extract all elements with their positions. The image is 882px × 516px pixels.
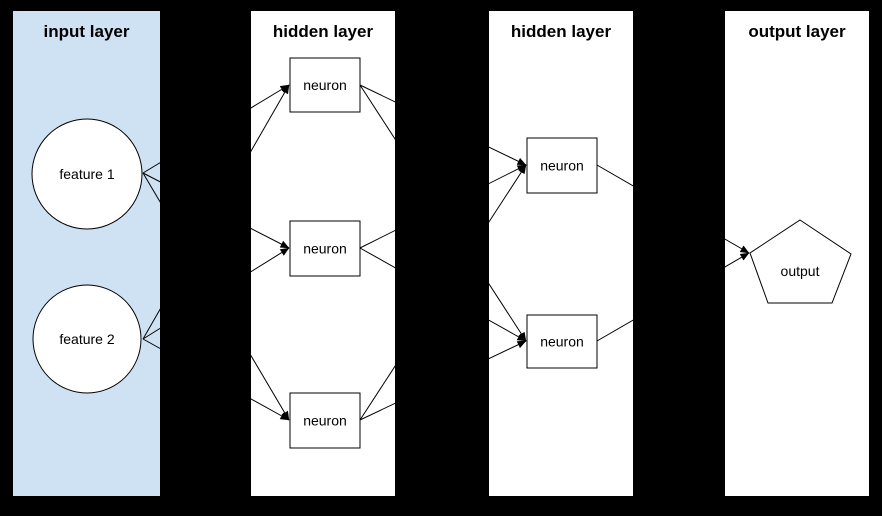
edge-feature-1-to-hidden1-neuron-2 — [142, 172, 290, 249]
node-label-feature-2: feature 2 — [59, 331, 114, 347]
node-hidden2-neuron-2 — [526, 314, 598, 369]
node-hidden1-neuron-1 — [289, 57, 361, 113]
node-label-feature-1: feature 1 — [59, 166, 114, 182]
layer-title-input: input layer — [44, 22, 130, 41]
node-label-hidden1-neuron-3: neuron — [303, 412, 347, 428]
node-label-hidden1-neuron-2: neuron — [303, 240, 347, 256]
node-hidden1-neuron-2 — [289, 220, 361, 277]
layer-title-hidden1: hidden layer — [273, 22, 374, 41]
edge-feature-2-to-hidden1-neuron-3 — [142, 338, 290, 421]
edge-feature-2-to-hidden1-neuron-1 — [142, 84, 290, 340]
edge-hidden1-neuron-3-to-hidden2-neuron-1 — [359, 164, 527, 421]
edge-hidden1-neuron-2-to-hidden2-neuron-2 — [359, 247, 527, 342]
node-output-node — [749, 219, 852, 304]
node-label-hidden1-neuron-1: neuron — [303, 77, 347, 93]
layer-panel-input — [13, 11, 160, 496]
layer-title-hidden2: hidden layer — [511, 22, 612, 41]
node-label-hidden2-neuron-2: neuron — [540, 333, 584, 349]
layer-title-output: output layer — [748, 22, 846, 41]
node-hidden2-neuron-1 — [526, 137, 598, 194]
node-feature-2 — [32, 284, 142, 394]
edge-hidden1-neuron-2-to-hidden2-neuron-1 — [359, 164, 527, 249]
edge-feature-2-to-hidden1-neuron-2 — [142, 247, 290, 340]
node-label-hidden2-neuron-1: neuron — [540, 157, 584, 173]
node-label-output-node: output — [781, 263, 820, 279]
edge-feature-1-to-hidden1-neuron-3 — [142, 172, 290, 421]
edge-hidden1-neuron-1-to-hidden2-neuron-1 — [359, 84, 527, 166]
edge-hidden2-neuron-2-to-output-node — [596, 252, 750, 342]
edge-hidden1-neuron-1-to-hidden2-neuron-2 — [359, 84, 527, 342]
layer-panel-hidden2 — [489, 11, 633, 496]
node-feature-1 — [31, 118, 143, 230]
edge-feature-1-to-hidden1-neuron-1 — [142, 84, 290, 174]
edge-hidden1-neuron-3-to-hidden2-neuron-2 — [359, 340, 527, 421]
node-hidden1-neuron-3 — [289, 392, 361, 449]
edge-hidden2-neuron-1-to-output-node — [596, 164, 750, 254]
